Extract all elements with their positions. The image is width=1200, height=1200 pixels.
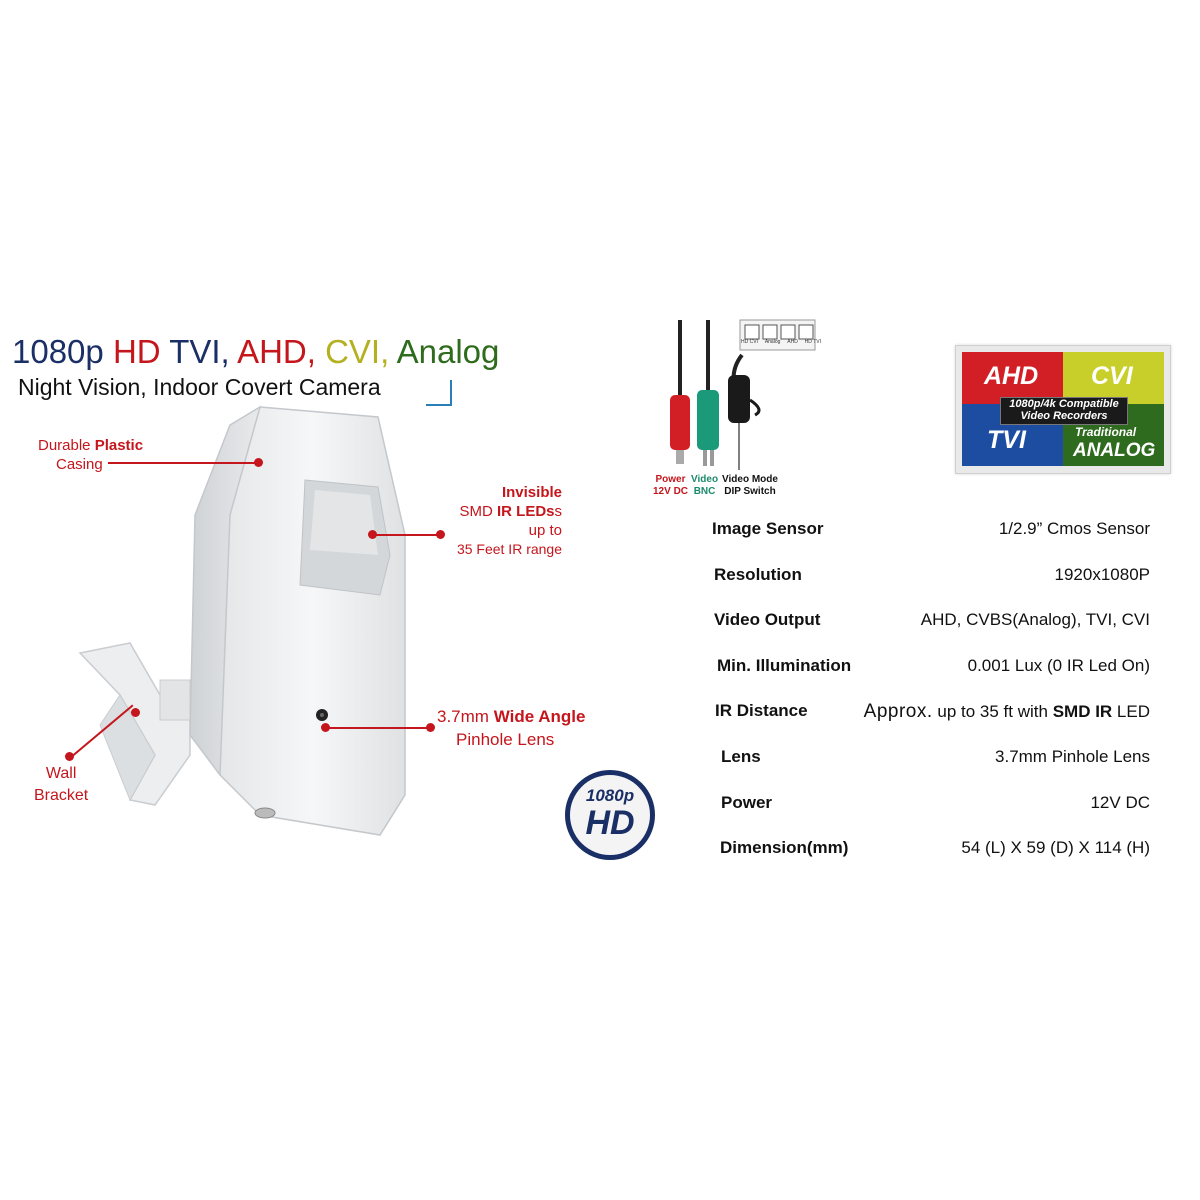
spec-row-video-output: Video Output AHD, CVBS(Analog), TVI, CVI — [714, 610, 1150, 629]
badge-cvi: CVI — [1063, 352, 1164, 404]
dip-switch-labels: HD CVI Analog AHD HD TVI — [741, 339, 821, 345]
spec-row-resolution: Resolution 1920x1080P — [714, 565, 1150, 584]
callout-ir-dot — [368, 530, 377, 539]
callout-bracket: Wall Bracket — [34, 765, 89, 804]
callout-lens-line — [326, 727, 430, 729]
camera-body — [219, 406, 406, 836]
subtitle-corner-accent — [426, 380, 452, 406]
cable-connectors — [670, 319, 816, 470]
callout-lens-dot — [321, 723, 330, 732]
title-ahd: AHD, — [237, 333, 316, 370]
callout-casing-line — [108, 462, 258, 464]
spec-row-ir-distance: IR Distance Approx. up to 35 ft with SMD… — [715, 701, 1150, 722]
callout-casing: Durable Plastic Casing — [38, 437, 144, 473]
callout-ir-leds: Invisible SMD IR LEDss up to 35 Feet IR … — [456, 484, 562, 557]
title-tvi: TVI, — [169, 333, 230, 370]
compat-badge: AHD CVI TVI Traditional ANALOG 1080p/4k … — [955, 345, 1171, 474]
callout-bracket-dot — [131, 708, 140, 717]
title-cvi: CVI, — [325, 333, 390, 370]
title-hd: HD — [112, 333, 161, 370]
spec-row-lens: Lens 3.7mm Pinhole Lens — [721, 747, 1150, 766]
spec-row-min-illumination: Min. Illumination 0.001 Lux (0 IR Led On… — [717, 656, 1150, 675]
screw-icon — [254, 807, 276, 819]
spec-row-image-sensor: Image Sensor 1/2.9” Cmos Sensor — [712, 519, 1150, 538]
dip-switch-connector-icon — [728, 375, 750, 423]
dip-switch-panel — [739, 319, 816, 351]
label-power: Power 12V DC — [653, 474, 689, 497]
wall-bracket — [78, 642, 191, 806]
spec-row-dimension: Dimension(mm) 54 (L) X 59 (D) X 114 (H) — [720, 838, 1150, 857]
hd-1080p-logo: 1080p HD — [565, 770, 655, 860]
callout-lens: 3.7mm Wide Angle Pinhole Lens — [437, 707, 586, 749]
badge-center-label: 1080p/4k Compatible Video Recorders — [1000, 397, 1128, 425]
video-connector-icon — [697, 390, 719, 450]
title-1080p: 1080p — [12, 333, 104, 370]
power-connector-icon — [670, 395, 690, 450]
callout-ir-line — [372, 534, 444, 536]
product-title: 1080p HD TVI, AHD, CVI, Analog — [12, 332, 499, 372]
label-dip-switch: Video Mode DIP Switch — [722, 474, 778, 497]
label-video: Video BNC — [691, 474, 719, 497]
product-subtitle: Night Vision, Indoor Covert Camera — [18, 374, 381, 400]
badge-ahd: AHD — [962, 352, 1063, 404]
title-analog: Analog — [396, 333, 500, 370]
callout-casing-dot — [254, 458, 263, 467]
spec-row-power: Power 12V DC — [721, 793, 1150, 812]
